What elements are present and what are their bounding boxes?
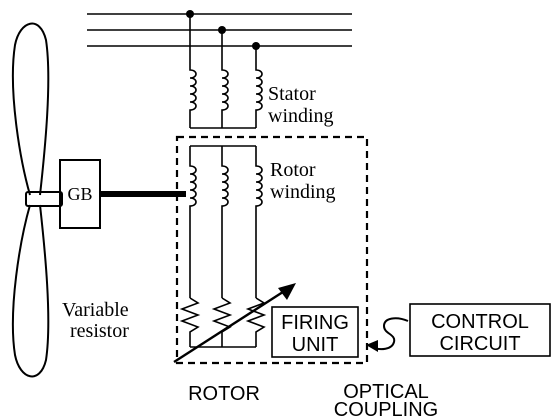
resistor-arrow — [173, 283, 296, 364]
turbine-blades — [11, 22, 63, 378]
optical-coupling-label-2: COUPLING — [334, 399, 438, 420]
control-circuit-label-2: CIRCUIT — [439, 333, 520, 355]
optical-coupling-arrow — [366, 317, 409, 352]
firing-unit-box — [271, 306, 359, 358]
stator-label-1: Stator — [268, 83, 316, 105]
firing-unit-label-1: FIRING — [281, 312, 349, 334]
rotor-winding-label-1: Rotor — [270, 159, 316, 181]
rotor-winding-label-2: winding — [270, 181, 336, 203]
optical-coupling-label-1: OPTICAL — [343, 381, 429, 403]
stator-winding — [189, 62, 263, 129]
firing-unit-label-2: UNIT — [292, 334, 339, 356]
control-circuit-box — [409, 303, 551, 357]
variable-resistor — [179, 297, 267, 348]
stator-label-2: winding — [268, 105, 334, 127]
rotor-boundary — [175, 135, 369, 365]
control-circuit-label-1: CONTROL — [431, 311, 529, 333]
variable-resistor-label-2: resistor — [70, 320, 129, 342]
grid-lines — [87, 10, 352, 62]
rotor-label: ROTOR — [188, 383, 260, 405]
gearbox-label: GB — [67, 184, 92, 204]
variable-resistor-label-1: Variable — [62, 299, 129, 321]
rotor-winding — [189, 145, 263, 298]
